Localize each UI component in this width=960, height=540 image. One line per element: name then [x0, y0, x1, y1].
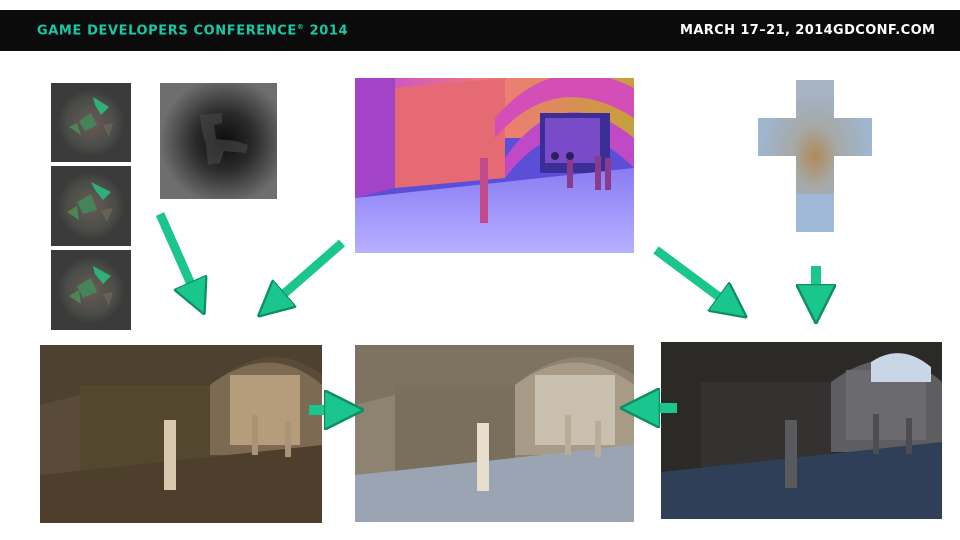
arrow-probes-to-diffuse — [155, 212, 198, 300]
conference-website: GDCONF.COM — [833, 23, 936, 38]
conference-title: GAME DEVELOPERS CONFERENCE — [37, 23, 297, 39]
probe-sphere-3 — [51, 250, 131, 330]
conference-name: GAME DEVELOPERS CONFERENCE® 2014 — [37, 23, 348, 38]
probe-sphere-1 — [51, 83, 131, 162]
probe-sphere-2 — [51, 166, 131, 246]
conference-header-bar: GAME DEVELOPERS CONFERENCE® 2014 MARCH 1… — [0, 10, 960, 51]
registered-mark: ® — [296, 23, 305, 31]
arrow-normals-to-diffuse — [270, 239, 345, 306]
arrow-normals-to-ambient — [653, 246, 734, 308]
combined-lighting-scene — [355, 345, 634, 522]
normal-map-scene — [355, 78, 634, 253]
conference-year: 2014 — [304, 23, 349, 39]
ambient-lighting-scene — [661, 342, 942, 519]
cubemap-cross — [758, 80, 872, 232]
diffuse-lighting-scene — [40, 345, 322, 523]
depth-map-image — [160, 83, 277, 199]
conference-dates: MARCH 17–21, 2014 — [680, 23, 834, 38]
